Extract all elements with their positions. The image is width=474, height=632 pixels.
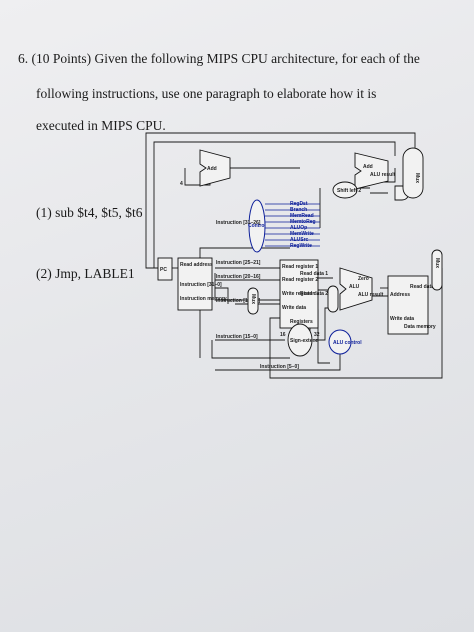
instr-25-21-label: Instruction [25–21] xyxy=(216,260,261,266)
alu-control-unit: ALU control xyxy=(328,329,362,355)
read-register-2-label: Read register 2 xyxy=(282,277,318,283)
question-line-3: executed in MIPS CPU. xyxy=(36,118,166,133)
mux-regdst: Mux xyxy=(247,287,259,315)
signal-branch: Branch xyxy=(290,207,307,213)
instr-15-0-label: Instruction [15–0] xyxy=(216,334,258,340)
adder-branch: Add ALU result xyxy=(354,152,396,190)
mux-memtoreg-label: Mux xyxy=(434,258,440,268)
instr-31-26-label: Instruction [31–26] xyxy=(216,220,261,226)
signal-memtoreg: MemtoReg xyxy=(290,219,316,225)
read-data-2-label: Read data 2 xyxy=(300,291,328,297)
read-address-label: Read address xyxy=(180,262,213,268)
shift-left-2: Shift left 2 xyxy=(332,181,361,199)
sign-extend-output-width: 32 xyxy=(314,332,320,338)
alu-result-label: ALU result xyxy=(358,292,384,298)
instruction-memory-label: Instruction memory xyxy=(180,296,227,302)
read-data-label: Read data xyxy=(410,284,434,290)
alu-label: ALU xyxy=(349,284,360,290)
question-line-2: following instructions, use one paragrap… xyxy=(36,86,377,101)
sign-extend-input-width: 16 xyxy=(280,332,286,338)
write-data-memory-label: Write data xyxy=(390,316,414,322)
signal-memwrite: MemWrite xyxy=(290,231,314,237)
data-memory: Address Read data Write data Data memory xyxy=(387,275,436,335)
adder-pc: Add xyxy=(199,149,231,187)
shift-left-label: Shift left 2 xyxy=(337,188,361,194)
pc-label: PC xyxy=(160,267,167,273)
sign-extend-unit: Sign-extend 16 32 xyxy=(280,323,320,357)
mux-alusrc xyxy=(327,285,339,313)
control-label: Control xyxy=(248,223,266,229)
instr-15-11-label: Instruction [15–11] xyxy=(216,298,261,304)
instr-5-0-label: Instruction [5–0] xyxy=(260,364,299,370)
control-signals: RegDst Branch MemRead MemtoReg ALUOp Mem… xyxy=(265,201,320,249)
register-file: Read register 1 Read register 2 Write re… xyxy=(279,259,328,329)
read-data-1-label: Read data 1 xyxy=(300,271,328,277)
adder-branch-result-label: ALU result xyxy=(370,172,396,178)
mux-regdst-label: Mux xyxy=(250,294,256,304)
mux-pc-source-label: Mux xyxy=(414,173,420,183)
registers-label: Registers xyxy=(290,319,313,325)
instruction-item-sub: (1) sub $t4, $t5, $t6 xyxy=(36,205,143,220)
instruction-memory: Read address Instruction [31–0] Instruct… xyxy=(177,257,227,311)
read-register-1-label: Read register 1 xyxy=(282,264,318,270)
write-register-label: Write register xyxy=(282,291,314,297)
datapath-wires xyxy=(145,132,443,379)
main-alu: Zero ALU ALU result xyxy=(339,267,384,311)
alu-control-label: ALU control xyxy=(333,340,362,346)
data-memory-label: Data memory xyxy=(404,324,436,330)
instr-20-16-label: Instruction [20–16] xyxy=(216,274,261,280)
signal-alusrc: ALUSrc xyxy=(290,237,309,243)
question-line-1: 6. (10 Points) Given the following MIPS … xyxy=(18,51,420,66)
mips-datapath-diagram: Add 4 Add ALU result Shift left 2 Mux Co… xyxy=(145,132,443,379)
mux-memtoreg: Mux xyxy=(431,249,443,291)
adder-pc-label: Add xyxy=(207,166,217,172)
zero-label: Zero xyxy=(358,276,369,282)
signal-regdst: RegDst xyxy=(290,201,308,207)
instruction-label: Instruction [31–0] xyxy=(180,282,222,288)
constant-four: 4 xyxy=(180,181,183,187)
write-data-label: Write data xyxy=(282,305,306,311)
instruction-item-jmp: (2) Jmp, LABLE1 xyxy=(36,266,135,281)
mux-pc-source: Mux xyxy=(402,147,424,199)
address-label: Address xyxy=(390,292,410,298)
adder-branch-label: Add xyxy=(363,164,373,170)
signal-regwrite: RegWrite xyxy=(290,243,312,249)
sign-extend-label: Sign-extend xyxy=(290,338,319,344)
program-counter: PC xyxy=(157,257,173,281)
signal-memread: MemRead xyxy=(290,213,314,219)
signal-aluop: ALUOp xyxy=(290,225,307,231)
control-unit: Control xyxy=(248,199,266,253)
